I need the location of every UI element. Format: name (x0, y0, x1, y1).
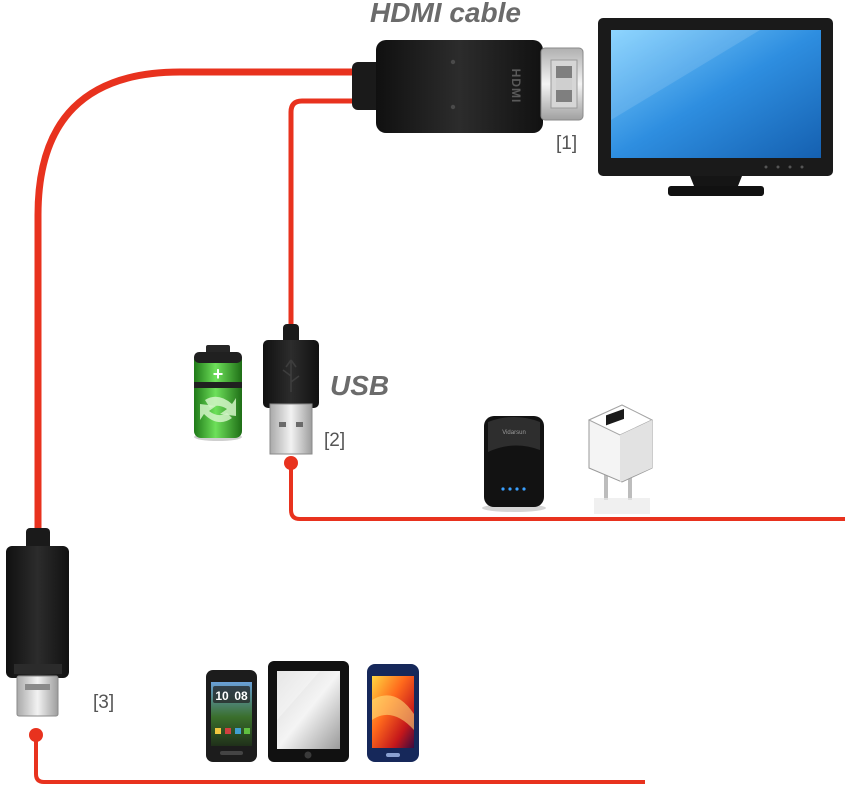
svg-text:+: + (213, 364, 224, 384)
usb-connector (263, 324, 319, 455)
smartphone-icon: 10 08 (206, 670, 257, 762)
galaxy-phone-icon (367, 664, 419, 762)
callout-line-device (34, 735, 645, 784)
ref-power-label: [2] (324, 430, 346, 451)
tablet-icon (268, 661, 349, 762)
phone-clock-minutes: 08 (234, 689, 248, 703)
cable-main-to-usb (288, 98, 359, 329)
wall-charger-icon (587, 404, 654, 514)
ref-tv-label: [1] (556, 133, 578, 154)
hdmi-connector: HDMI (352, 40, 584, 133)
hdmi-plug-text: HDMI (509, 69, 523, 104)
usb-label: USB (330, 370, 390, 401)
callout-line-power (289, 463, 845, 521)
cable-main-to-micro-usb (34, 68, 360, 536)
tv-monitor-icon (598, 18, 833, 196)
micro-usb-connector (6, 528, 69, 717)
phone-clock-hours: 10 (215, 689, 229, 703)
power-bank-brand: Vidarsun (502, 430, 526, 436)
ref-device-label: [3] (93, 692, 115, 713)
hdmi-cable-label: HDMI cable (370, 0, 521, 28)
battery-charging-icon: + (194, 345, 242, 441)
power-bank-icon: Vidarsun (482, 416, 546, 512)
